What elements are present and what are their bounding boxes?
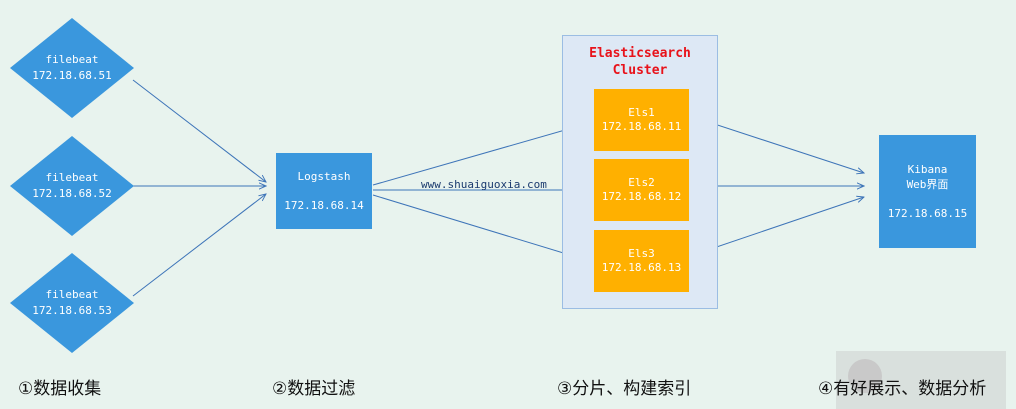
arrow-els1-kibana [689, 115, 864, 173]
arrow-filebeat3-logstash [132, 194, 266, 297]
cluster-title: Elasticsearch Cluster [563, 45, 717, 79]
els-ip: 172.18.68.11 [601, 120, 682, 133]
els-ip: 172.18.68.12 [601, 190, 682, 203]
filebeat-name: filebeat [45, 288, 99, 301]
step-label-collect: ①数据收集 [18, 379, 102, 399]
logo-badge [836, 351, 1006, 409]
els-node-2: Els2 172.18.68.12 [594, 159, 689, 221]
kibana-subtitle: Web界面 [906, 178, 949, 191]
arrow-logstash-els3 [372, 194, 593, 262]
els-node-1: Els1 172.18.68.11 [594, 89, 689, 151]
els-name: Els2 [628, 176, 655, 189]
kibana-node: Kibana Web界面 172.18.68.15 [879, 135, 976, 248]
cluster-title-line1: Elasticsearch [589, 46, 691, 61]
filebeat-node-1: filebeat 172.18.68.51 [10, 18, 134, 118]
step-label-index: ③分片、构建索引 [557, 379, 692, 399]
els-name: Els1 [628, 106, 655, 119]
arrow-logstash-els1 [372, 122, 593, 186]
filebeat-name: filebeat [45, 53, 99, 66]
filebeat-ip: 172.18.68.51 [32, 69, 112, 82]
step-label-filter: ②数据过滤 [272, 379, 356, 399]
logo-mark-icon [848, 359, 882, 393]
kibana-ip: 172.18.68.15 [887, 207, 968, 220]
filebeat-node-2: filebeat 172.18.68.52 [10, 136, 134, 236]
filebeat-node-3: filebeat 172.18.68.53 [10, 253, 134, 353]
filebeat-ip: 172.18.68.53 [32, 304, 112, 317]
logstash-ip: 172.18.68.14 [284, 199, 364, 212]
site-watermark: www.shuaiguoxia.com [421, 178, 547, 191]
step-label-display: ④有好展示、数据分析 [818, 379, 987, 399]
cluster-title-line2: Cluster [612, 63, 668, 78]
logstash-name: Logstash [297, 170, 351, 183]
logstash-node: Logstash 172.18.68.14 [276, 153, 372, 229]
els-name: Els3 [628, 247, 655, 260]
els-ip: 172.18.68.13 [601, 261, 682, 274]
kibana-name: Kibana [907, 163, 948, 176]
filebeat-ip: 172.18.68.52 [32, 187, 112, 200]
els-node-3: Els3 172.18.68.13 [594, 230, 689, 292]
arrow-filebeat1-logstash [132, 79, 266, 182]
filebeat-name: filebeat [45, 171, 99, 184]
arrow-els3-kibana [689, 197, 864, 257]
